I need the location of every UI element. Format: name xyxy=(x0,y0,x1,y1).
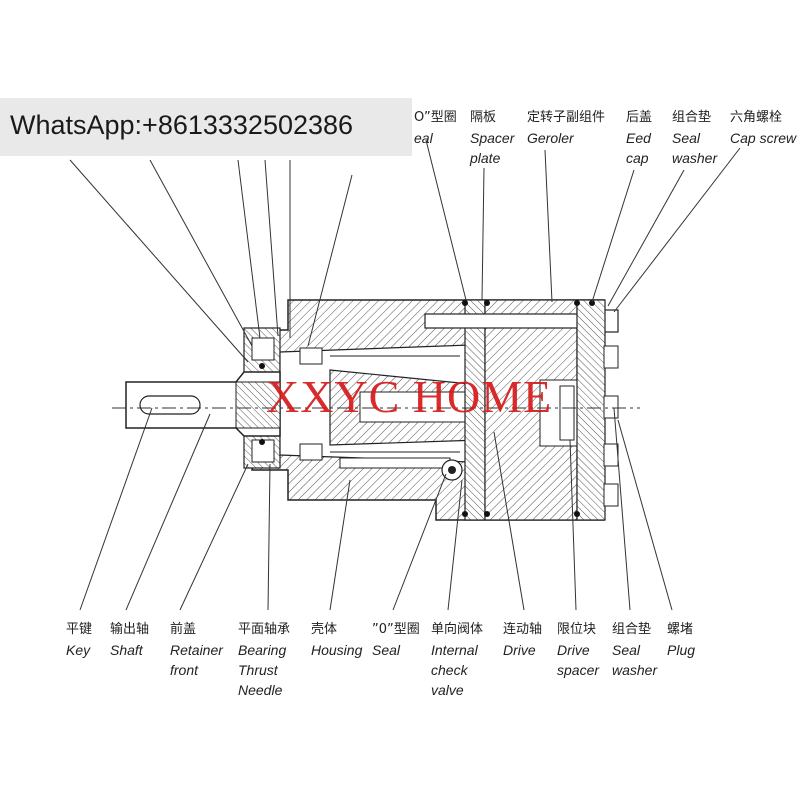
label-plug: 螺堵 Plug xyxy=(667,622,696,658)
watermark-text: WhatsApp:+8613332502386 xyxy=(10,110,354,140)
watermark-banner xyxy=(0,98,412,156)
label-retainer-front: 前盖 Retainer front xyxy=(170,622,223,678)
label-geroler: 定转子副组件 Geroler xyxy=(527,110,606,146)
label-housing: 壳体 Housing xyxy=(311,622,363,658)
label-internal-check-valve: 单向阀体 Internal check valve xyxy=(431,622,484,698)
label-cap-screw: 六角螺栓 Cap screw xyxy=(730,110,797,146)
label-seal-washer-top: 组合垫 Seal washer xyxy=(672,110,718,166)
brand-watermark: XXYC HOME xyxy=(266,371,553,422)
label-shaft: 输出轴 Shaft xyxy=(110,622,150,658)
label-o-ring-seal-bottom: ”0”型圈 Seal xyxy=(372,622,420,658)
label-key: 平键 Key xyxy=(66,622,93,658)
label-seal-washer-bottom: 组合垫 Seal washer xyxy=(612,622,658,678)
cap-screw xyxy=(424,309,619,333)
o-ring-seals xyxy=(259,300,595,517)
geroler xyxy=(484,299,579,521)
label-spacer-plate: 隔板 Spacer plate xyxy=(470,110,515,166)
label-drive-spacer: 限位块 Drive spacer xyxy=(557,622,600,678)
end-cap xyxy=(576,299,619,521)
label-drive: 连动轴 Drive xyxy=(503,622,543,658)
leader-lines-bottom xyxy=(79,407,673,611)
label-end-cap: 后盖 Eed cap xyxy=(626,110,653,166)
label-o-ring-seal-top: O”型圈 eal xyxy=(414,110,457,146)
output-shaft xyxy=(125,371,281,437)
label-thrust-needle-bearing: 平面轴承 Bearing Thrust Needle xyxy=(238,622,291,698)
leader-lines-top xyxy=(69,139,741,363)
